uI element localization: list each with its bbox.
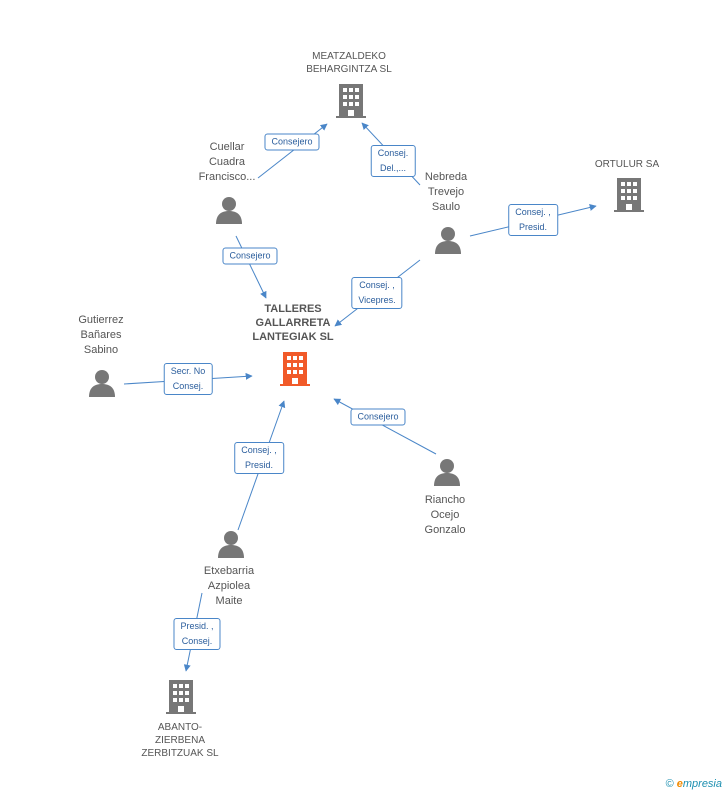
- person-icon-riancho[interactable]: [434, 459, 460, 486]
- building-icon-abanto[interactable]: [166, 680, 196, 714]
- relation-label: Consej. Del.,...: [370, 145, 416, 177]
- building-icon-main[interactable]: [280, 352, 310, 386]
- relation-label: Presid. , Consej.: [173, 618, 221, 650]
- relation-label: Consejero: [222, 247, 278, 265]
- person-label-riancho[interactable]: Riancho Ocejo Gonzalo: [424, 494, 466, 536]
- relation-label: Consej. , Vicepres.: [351, 277, 403, 309]
- edge-cuellar-meatzaldeko: [257, 123, 328, 179]
- relation-label: Consejero: [264, 133, 320, 151]
- copyright-icon: ©: [665, 778, 674, 790]
- company-label-meatzaldeko[interactable]: MEATZALDEKO BEHARGINTZA SL: [306, 51, 392, 75]
- relation-label: Consejero: [350, 408, 406, 426]
- relation-label: Secr. No Consej.: [163, 363, 213, 395]
- relation-label: Consej. , Presid.: [508, 204, 558, 236]
- empresia-logo[interactable]: © empresia: [665, 778, 722, 790]
- person-label-etxebarria[interactable]: Etxebarria Azpiolea Maite: [203, 565, 255, 607]
- company-label-ortulur[interactable]: ORTULUR SA: [594, 159, 660, 170]
- person-icon-nebreda[interactable]: [435, 227, 461, 254]
- person-icon-cuellar[interactable]: [216, 197, 242, 224]
- person-label-cuellar[interactable]: Cuellar Cuadra Francisco...: [198, 141, 256, 183]
- relation-label: Consej. , Presid.: [234, 442, 284, 474]
- building-icon-ortulur[interactable]: [614, 178, 644, 212]
- edge-cuellar-main: [235, 235, 267, 299]
- person-label-gutierrez[interactable]: Gutierrez Bañares Sabino: [78, 314, 124, 356]
- building-icon-meatzaldeko[interactable]: [336, 84, 366, 118]
- person-label-nebreda[interactable]: Nebreda Trevejo Saulo: [424, 171, 468, 213]
- person-icon-gutierrez[interactable]: [89, 370, 115, 397]
- person-icon-etxebarria[interactable]: [218, 531, 244, 558]
- edge-riancho-main: [333, 398, 437, 455]
- company-label-abanto[interactable]: ABANTO- ZIERBENA ZERBITZUAK SL: [141, 722, 219, 759]
- main-company-label[interactable]: TALLERES GALLARRETA LANTEGIAK SL: [252, 303, 334, 343]
